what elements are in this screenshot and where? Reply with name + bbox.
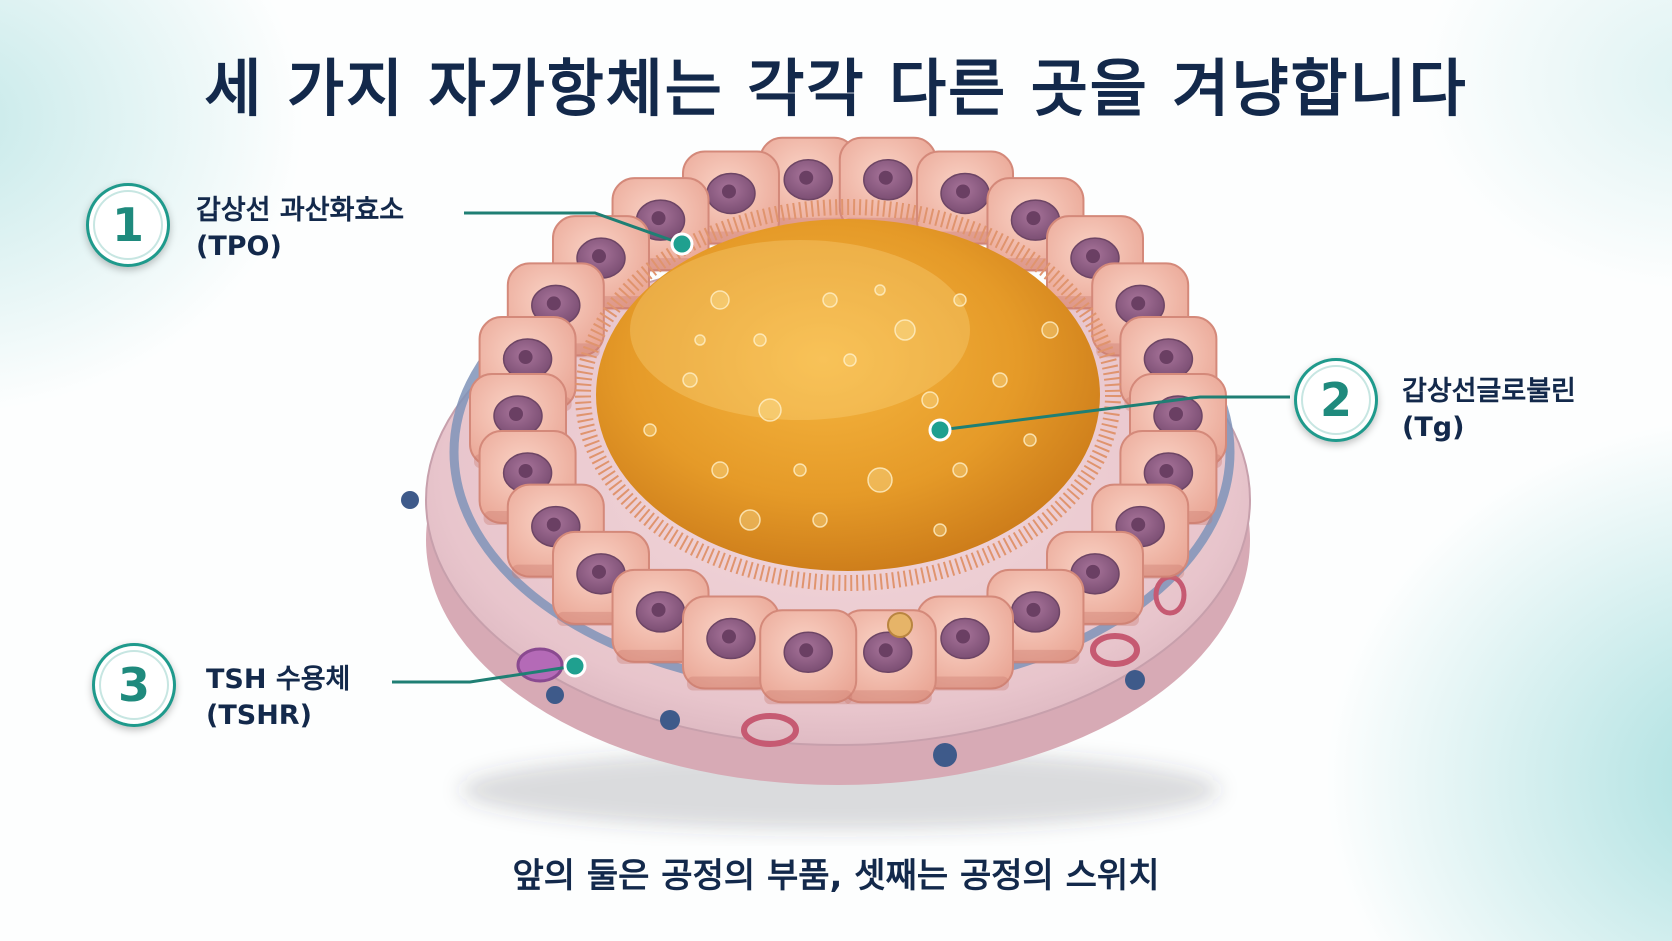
follicle-shadow [460,750,1220,830]
colloid-bubble [739,509,761,531]
colloid [596,219,1100,571]
colloid-bubble [753,333,767,347]
leader-line-3 [392,664,576,684]
colloid-bubble [992,372,1008,388]
colloid-bubble [1041,321,1059,339]
colloid-bubble [812,512,828,528]
colloid-bubble [867,467,893,493]
follicular-cells [469,136,1227,705]
leader-lines [392,211,1290,684]
follicular-cell [681,595,780,691]
colloid-droplet [887,612,913,638]
leader-dots [563,232,952,678]
leader-dot-3 [563,654,587,678]
label-tshr: TSH 수용체 (TSHR) [206,662,350,734]
label-tpo: 갑상선 과산화효소 (TPO) [196,193,404,265]
label-tg-abbr: (Tg) [1402,412,1465,443]
colloid-bubble [952,462,968,478]
microvilli-border [575,199,1121,591]
colloid-bubble [643,423,657,437]
colloid-bubble [843,353,857,367]
badge-2: 2 [1294,358,1378,442]
label-tg: 갑상선글로불린 (Tg) [1402,374,1576,446]
leader-dot-2 [928,418,952,442]
follicular-cell [916,595,1015,691]
badge-3: 3 [92,643,176,727]
label-tpo-abbr: (TPO) [196,231,282,262]
colloid-bubble [682,372,698,388]
colloid-highlight [630,240,970,420]
colloid-bubble [758,398,782,422]
colloid-bubbles [643,284,1059,537]
follicular-cell [838,609,937,705]
leader-line-1 [464,211,683,246]
colloid-bubble [822,292,838,308]
colloid-bubble [894,319,916,341]
badge-1: 1 [86,183,170,267]
colloid-bubble [694,334,706,346]
label-tpo-name: 갑상선 과산화효소 [196,195,405,226]
leader-line-2 [939,395,1290,432]
colloid-bubble [711,461,729,479]
colloid-bubble [793,463,807,477]
label-tshr-abbr: (TSHR) [206,700,312,731]
colloid-bubble [710,290,730,310]
colloid-bubble [953,293,967,307]
colloid-bubble [933,523,947,537]
page-title: 세 가지 자가항체는 각각 다른 곳을 겨냥합니다 [204,52,1468,125]
colloid-bubble [1023,433,1037,447]
leader-dot-1 [670,232,694,256]
colloid-bubble [874,284,886,296]
colloid-bubble [921,391,939,409]
label-tg-name: 갑상선글로불린 [1402,376,1576,407]
follicular-cell [759,609,858,705]
label-tshr-name: TSH 수용체 [206,664,351,695]
caption: 앞의 둘은 공정의 부품, 셋째는 공정의 스위치 [512,856,1160,896]
